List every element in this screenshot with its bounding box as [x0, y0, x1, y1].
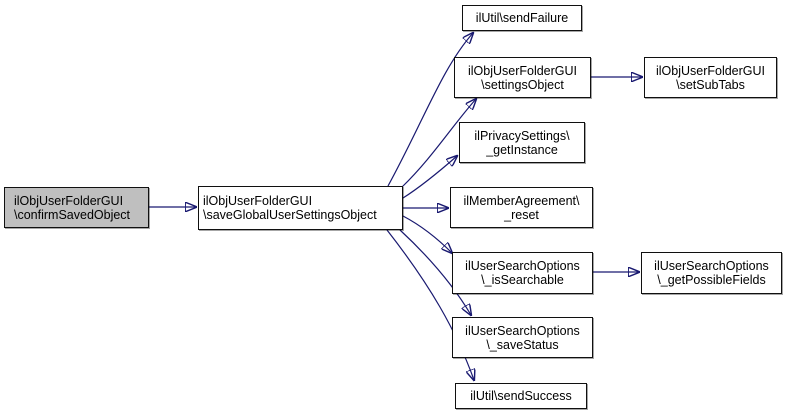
node-label-line: ilMemberAgreement\ [463, 193, 580, 208]
node-label-line: ilObjUserFolderGUI [467, 63, 578, 78]
node-label-line: ilObjUserFolderGUI [14, 193, 124, 208]
node-label-line: \confirmSavedObject [14, 207, 131, 222]
node-send-failure[interactable]: ilUtil\sendFailure [462, 5, 582, 31]
node-send-success[interactable]: ilUtil\sendSuccess [455, 383, 587, 409]
node-label-line: \saveGlobalUserSettingsObject [203, 208, 377, 222]
node-label-line: ilObjUserFolderGUI [203, 194, 313, 208]
node-confirm-saved-object: ilObjUserFolderGUI \confirmSavedObject [4, 187, 149, 228]
edge-save-to-settings-object [401, 99, 476, 188]
node-is-searchable[interactable]: ilUserSearchOptions \_isSearchable [452, 252, 593, 294]
edge-save-to-get-instance [402, 156, 457, 199]
node-label-line: \_getPossibleFields [657, 273, 766, 287]
node-label-line: \_isSearchable [481, 273, 564, 287]
node-label-line: ilUserSearchOptions [654, 259, 769, 273]
node-save-global-user-settings-object[interactable]: ilObjUserFolderGUI \saveGlobalUserSettin… [198, 186, 403, 230]
edge-save-to-is-searchable [402, 215, 452, 253]
node-label-line: ilUserSearchOptions [465, 259, 580, 273]
node-set-sub-tabs[interactable]: ilObjUserFolderGUI \setSubTabs [644, 57, 777, 98]
node-member-agreement-reset[interactable]: ilMemberAgreement\ _reset [450, 187, 593, 228]
node-label-line: \setSubTabs [676, 77, 745, 92]
node-label-line: _getInstance [486, 142, 558, 157]
node-get-possible-fields[interactable]: ilUserSearchOptions \_getPossibleFields [641, 252, 782, 294]
node-save-status[interactable]: ilUserSearchOptions \_saveStatus [452, 317, 593, 358]
edge-save-to-send-failure [387, 33, 473, 187]
node-label-line: ilUtil\sendSuccess [470, 389, 572, 403]
node-settings-object[interactable]: ilObjUserFolderGUI \settingsObject [454, 57, 591, 98]
edge-save-to-send-success [386, 229, 474, 380]
node-label-line: ilPrivacySettings\ [474, 128, 570, 143]
node-label-line: \_saveStatus [486, 337, 559, 352]
node-label-line: \settingsObject [481, 77, 564, 92]
node-label-line: _reset [504, 207, 539, 222]
node-label-line: ilUserSearchOptions [465, 323, 580, 338]
node-label-line: ilUtil\sendFailure [475, 11, 569, 25]
node-get-instance[interactable]: ilPrivacySettings\ _getInstance [459, 122, 585, 163]
edge-save-to-save-status [399, 229, 471, 315]
node-label-line: ilObjUserFolderGUI [655, 63, 766, 78]
